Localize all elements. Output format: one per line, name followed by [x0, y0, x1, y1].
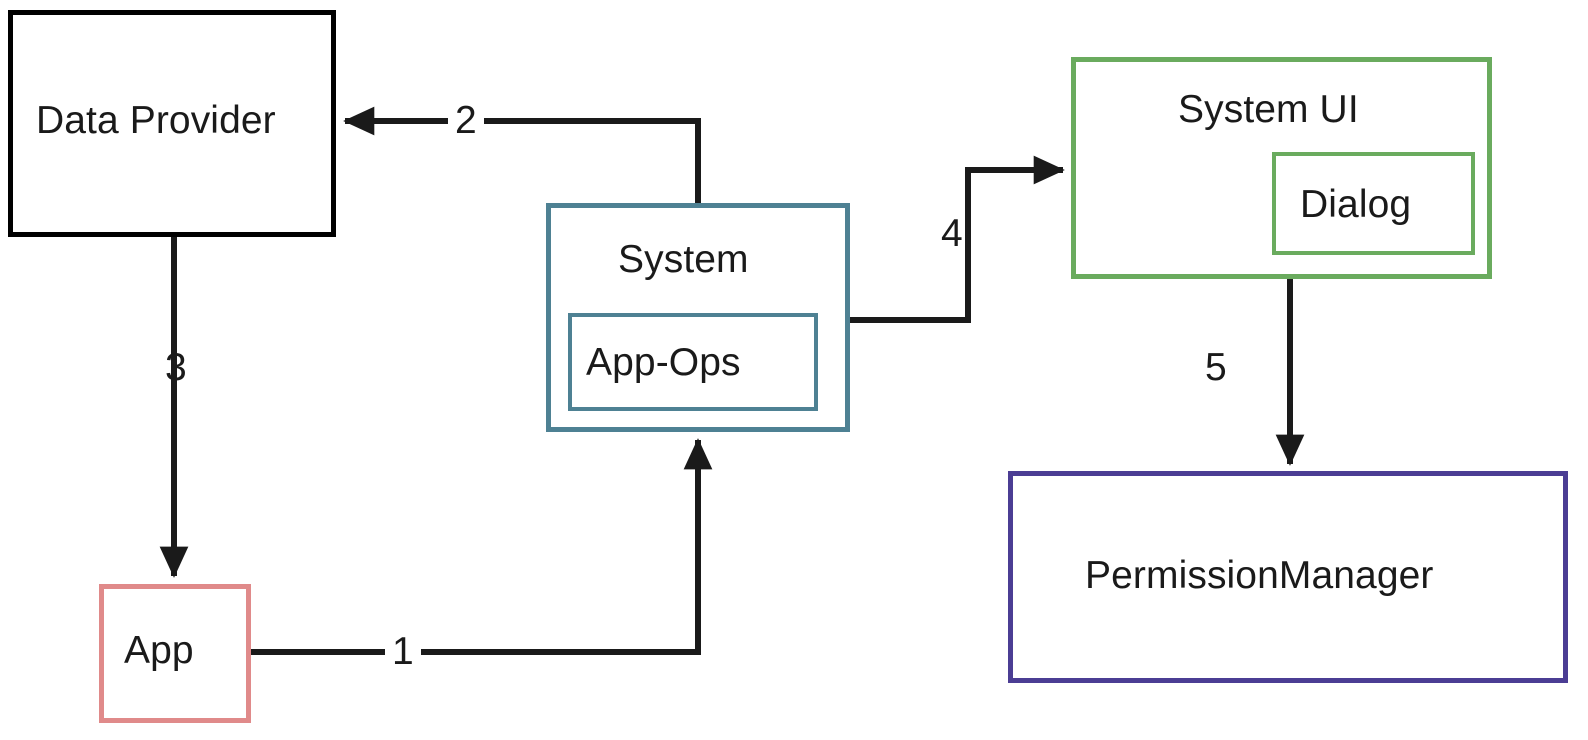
node-dialog-label: Dialog — [1300, 183, 1412, 226]
node-app-ops[interactable] — [568, 313, 818, 411]
edge-1-path — [251, 438, 713, 655]
node-data-provider-label: Data Provider — [36, 99, 276, 142]
node-permission-manager-label: PermissionManager — [1085, 554, 1434, 597]
node-system-ui-label: System UI — [1178, 88, 1359, 131]
node-dialog[interactable] — [1272, 152, 1475, 255]
edge-label-4: 4 — [941, 212, 963, 255]
node-permission-manager[interactable] — [1008, 471, 1568, 683]
edge-label-5: 5 — [1205, 346, 1227, 389]
edge-label-1: 1 — [385, 632, 421, 671]
node-app[interactable] — [99, 584, 251, 723]
node-app-label: App — [124, 629, 194, 672]
node-system-label: System — [618, 238, 749, 281]
node-app-ops-label: App-Ops — [586, 341, 741, 384]
node-data-provider[interactable] — [8, 10, 336, 237]
edge-label-3: 3 — [165, 346, 187, 389]
edge-4-path — [850, 155, 1065, 323]
edge-2-path — [343, 106, 701, 203]
edge-label-2: 2 — [448, 101, 484, 140]
